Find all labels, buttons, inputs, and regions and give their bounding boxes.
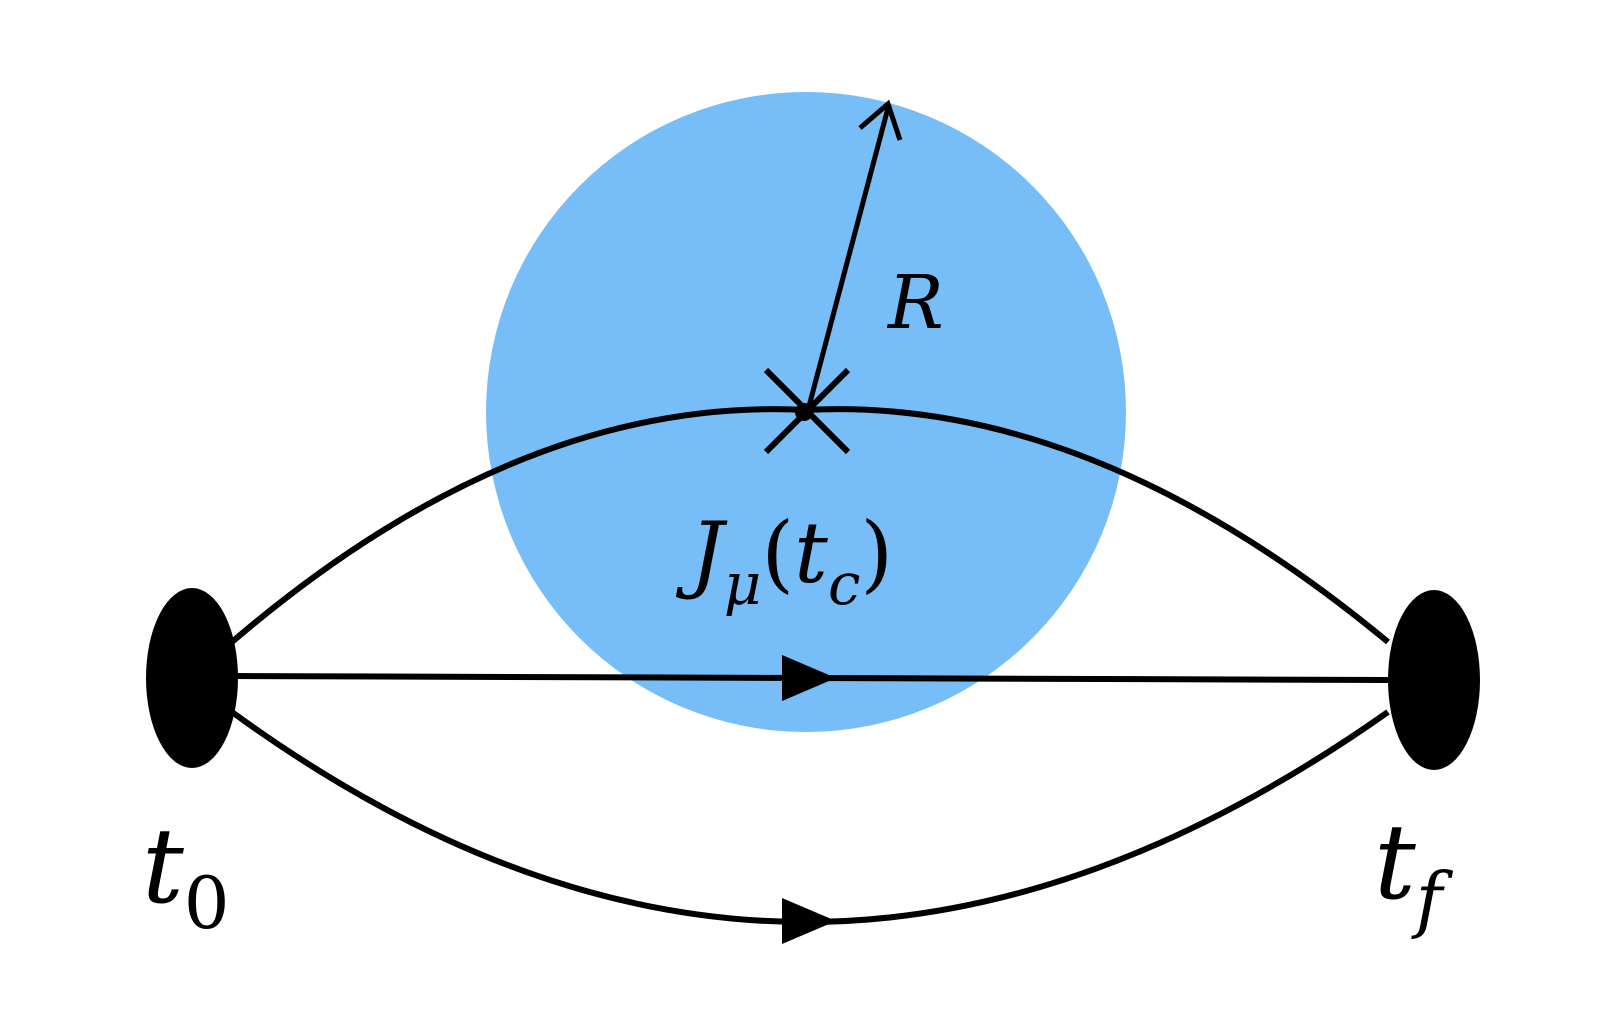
sink-time-label: tf bbox=[1374, 801, 1454, 941]
current-operator-label: Jμ(tc) bbox=[675, 504, 893, 618]
sink-vertex bbox=[1388, 590, 1480, 770]
radius-arrow-line bbox=[805, 107, 891, 411]
source-vertex bbox=[146, 588, 238, 768]
middle-propagator-arrow bbox=[782, 655, 836, 701]
source-time-label: t0 bbox=[142, 805, 230, 945]
radius-label: R bbox=[886, 260, 944, 346]
radius-arrowhead bbox=[858, 99, 903, 141]
lower-propagator-arrow bbox=[782, 898, 836, 944]
lower-propagator-line bbox=[230, 709, 1390, 926]
